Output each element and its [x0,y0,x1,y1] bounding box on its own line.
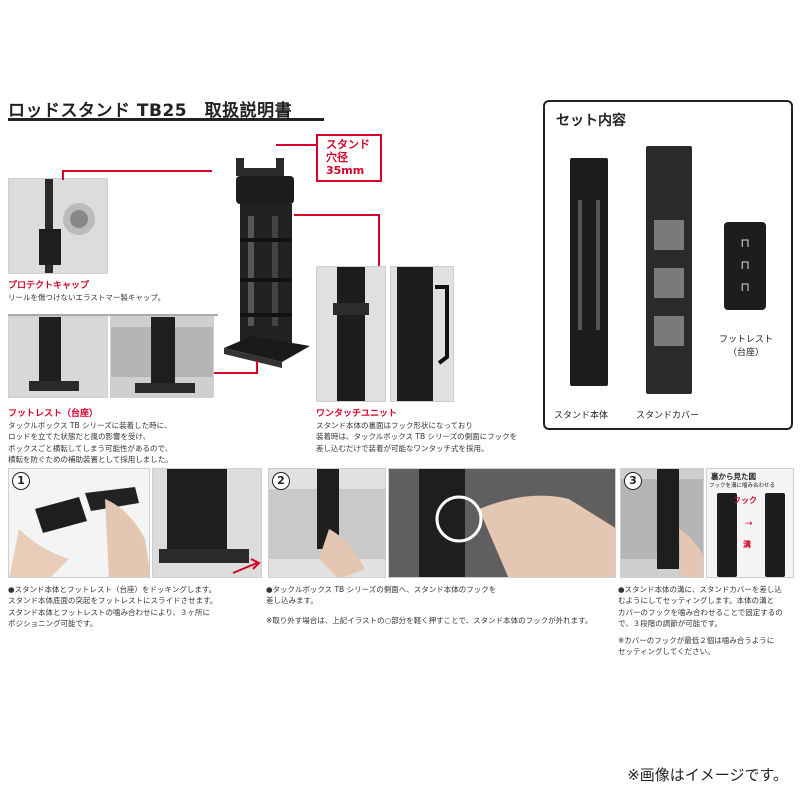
hole-callout-line2: 35mm [326,164,365,178]
title-underline [8,118,324,121]
footrest-label-line1: フットレスト [718,335,773,345]
step2-note: ※取り外す場合は、上記イラストの○部分を軽く押すことで、スタンド本体のフックが外… [266,615,593,625]
onetouch-title: ワンタッチユニット [316,409,398,419]
onetouch-body-line: 差し込むだけで装着が可能なワンタッチ式を採用。 [316,443,489,453]
disclaimer: ※画像はイメージです。 [627,766,788,784]
back-view-hook-label: フック [733,496,757,505]
step2-text-line: ●タックルボックス TB シリーズの側面へ、スタンド本体のフックを [266,585,497,594]
footrest-title: フットレスト（台座） [8,409,99,419]
rod-stand-illustration [222,138,312,378]
footrest-body-line: ボックスごと横転してしまう可能性があるので、 [8,443,173,453]
step1-text-line: スタンド本体とフットレストの噛み合わせにより、３ヶ所に [8,607,211,617]
protect-cap-body: リールを傷つけないエラストマー製キャップ。 [8,293,166,302]
set-item-stand-cover: スタンドカバー [636,411,700,421]
step2-text-line: 差し込みます。 [266,596,318,606]
step3-back-view: 裏から見た図 フックを溝に噛み合わせる フック 溝 → [706,468,794,578]
footrest-body: タックルボックス TB シリーズに装着した時に、 ロッドを立てた状態だと風の影響… [8,420,173,465]
onetouch-body: スタンド本体の裏面はフック形状になっており 装着時は、タックルボックス TB シ… [316,420,517,454]
footrest-photo-2 [110,316,214,398]
back-view-groove-label: 溝 [743,540,751,549]
back-view-stand [717,493,737,577]
hole-callout-line1: スタンド穴径 [326,138,370,165]
back-view-title: 裏から見た図 [711,472,756,481]
onetouch-photo-2 [390,266,454,402]
step1-number: 1 [12,472,30,490]
step1-text-line: スタンド本体底面の突起をフットレストにスライドさせます。 [8,596,218,606]
step3-text-line: で、３段階の調節が可能です。 [618,618,722,628]
footrest-body-line: ロッドを立てた状態だと風の影響を受け、 [8,432,151,442]
step3-text: ●スタンド本体の溝に、スタンドカバーを差し込 むようにしてセッティングします。本… [618,584,798,658]
set-item-footrest: フットレスト （台座） [716,332,776,358]
set-contents-box [543,100,793,430]
step1-photo-a [8,468,150,578]
back-view-sub: フックを溝に噛み合わせる [709,483,776,489]
stand-body-image [570,158,608,386]
onetouch-photo-1 [316,266,386,402]
footrest-image [724,222,766,310]
hole-diameter-callout: スタンド穴径 35mm [316,134,382,182]
step1-photo-b [152,468,262,578]
step1-text-line: ポジショニング可能です。 [8,618,98,628]
callout-line [256,360,258,374]
step1-text: ●スタンド本体とフットレスト（台座）をドッキングします。 スタンド本体底面の突起… [8,584,264,629]
callout-line [294,214,378,216]
footrest-label-line2: （台座） [727,348,764,358]
step2-photo-a [268,468,386,578]
step2-number: 2 [272,472,290,490]
arrow-icon: → [745,519,753,529]
divider [8,314,218,316]
stand-body-detail [596,200,600,330]
step2-photo-b [388,468,616,578]
callout-line [276,144,316,146]
step3-text-line: むようにしてセッティングします。本体の溝と [618,596,775,606]
callout-line [214,372,258,374]
step3-number: 3 [624,472,642,490]
step3-text-line: カバーのフックを噛み合わせることで固定するの [618,607,783,617]
onetouch-body-line: スタンド本体の裏面はフック形状になっており [316,421,473,430]
step1-text-line: ●スタンド本体とフットレスト（台座）をドッキングします。 [8,585,217,594]
footrest-body-line: タックルボックス TB シリーズに装着した時に、 [8,421,172,430]
protect-cap-photo [8,178,108,274]
protect-cap-title: プロテクトキャップ [8,281,90,291]
onetouch-body-line: 装着時は、タックルボックス TB シリーズの側面にフックを [316,432,518,442]
stand-body-detail [578,200,582,330]
step3-note-line: ※カバーのフックが最低２個は噛み合うように [618,636,775,645]
callout-line [62,170,212,172]
back-view-cover [765,493,785,577]
callout-line [62,170,64,180]
footrest-body-line: 横転を防ぐための補助装置として採用しました。 [8,454,173,464]
set-contents-title: セット内容 [556,113,626,129]
callout-line [378,214,380,266]
stand-cover-window [654,268,684,298]
step3-text-line: ●スタンド本体の溝に、スタンドカバーを差し込 [618,585,782,594]
footrest-slot-marks: ⊓⊓⊓ [740,236,750,294]
page-title: ロッドスタンド TB25 取扱説明書 [8,101,293,121]
step3-note-line: セッティングしてください。 [618,647,715,657]
stand-cover-window [654,316,684,346]
set-item-stand-body: スタンド本体 [554,411,609,421]
stand-cover-window [654,220,684,250]
footrest-photo-1 [8,316,108,398]
step2-text: ●タックルボックス TB シリーズの側面へ、スタンド本体のフックを 差し込みます… [266,584,616,626]
step3-photo-a [620,468,704,578]
